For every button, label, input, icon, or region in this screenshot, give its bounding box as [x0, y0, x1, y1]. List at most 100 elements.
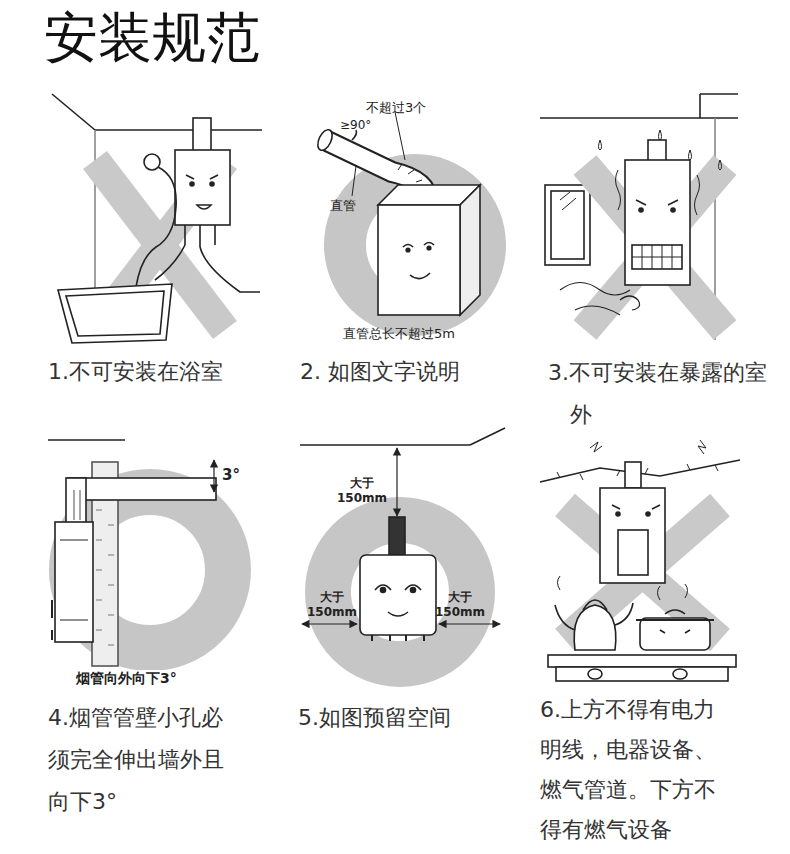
kitchen-scene-part	[660, 630, 690, 633]
kitchen-scene-part	[588, 669, 602, 679]
kitchen-scene-part	[665, 610, 685, 614]
kitchen-scene-part	[600, 488, 665, 583]
flue-pipe-scene	[315, 112, 485, 315]
kitchen-scene-part	[616, 512, 620, 516]
flue-wall-scene-part	[55, 522, 93, 642]
angle-note: ≥90°	[340, 118, 371, 132]
outdoor-scene-part	[545, 185, 590, 265]
kitchen-scene-part	[556, 667, 728, 681]
outdoor-scene-part	[671, 208, 675, 212]
clearance-scene-part	[396, 448, 397, 516]
kitchen-scene-part	[640, 618, 710, 650]
caption: 2. 如图文字说明	[300, 352, 489, 392]
kitchen-scene-part	[548, 655, 736, 667]
caption: 4.烟管管壁小孔必须完全伸出墙外且向下3°	[48, 697, 233, 823]
flue-wall-scene-part	[66, 478, 86, 524]
kitchen-scene-part	[555, 605, 575, 630]
dimension: 大于 150mm	[306, 590, 358, 620]
caption: 6.上方不得有电力明线，电器设备、燃气管道。下方不得有燃气设备	[540, 690, 725, 850]
outdoor-scene	[540, 94, 738, 340]
bathroom-scene-part	[95, 129, 262, 131]
clearance-scene-part	[389, 517, 405, 555]
caption: 1.不可安装在浴室	[48, 352, 237, 392]
outdoor-scene-part	[700, 93, 738, 95]
angle-note: 3°	[222, 466, 240, 484]
bathroom-scene-part	[210, 182, 214, 186]
kitchen-scene-part	[615, 603, 633, 625]
flue-wall-scene-part	[48, 439, 125, 441]
outdoor-scene-part	[625, 160, 690, 285]
kitchen-scene-part	[590, 440, 706, 454]
flue-wall-scene-part	[51, 600, 53, 640]
outdoor-scene-part	[551, 191, 584, 259]
flue-pipe-scene-part	[315, 127, 335, 152]
outdoor-scene-part	[560, 192, 576, 210]
clearance-scene-part	[439, 623, 500, 624]
outdoor-scene-part	[699, 94, 701, 118]
clearance-scene-part	[411, 588, 416, 593]
annotation: 不超过3个	[366, 100, 426, 116]
clearance-scene	[300, 428, 505, 664]
kitchen-scene-part	[558, 576, 688, 600]
bathroom-scene-part	[144, 154, 160, 170]
outdoor-scene-part	[632, 245, 682, 269]
clearance-scene-part	[302, 623, 357, 624]
annotation: 直管	[330, 198, 356, 214]
bathroom-scene-part	[136, 167, 176, 287]
outdoor-scene-part	[620, 296, 640, 310]
bathroom-scene-part	[185, 225, 215, 247]
flue-wall-scene-part	[60, 540, 88, 620]
caption: 3.不可安装在暴露的室外	[548, 352, 775, 436]
flue-pipe-scene-part	[427, 246, 431, 250]
clearance-scene-part	[388, 612, 408, 616]
kitchen-scene-part	[583, 600, 607, 610]
bathroom-scene-part	[52, 94, 95, 130]
page-title: 安装规范	[44, 6, 260, 70]
kitchen-scene-part	[636, 619, 714, 621]
clearance-scene-part	[300, 444, 470, 446]
kitchen-scene-part	[618, 530, 648, 575]
clearance-scene-part	[381, 588, 386, 593]
kitchen-scene-part	[673, 669, 687, 679]
flue-pipe-scene-part	[378, 205, 460, 315]
bathroom-scene-part	[58, 284, 172, 343]
flue-wall-scene-part	[74, 490, 80, 520]
outdoor-scene-part	[560, 283, 630, 316]
outdoor-scene-part	[636, 200, 678, 205]
outdoor-scene-part	[599, 130, 722, 170]
outdoor-scene-part	[648, 140, 666, 162]
bathroom-scene-part	[193, 118, 211, 152]
flue-pipe-scene-part	[460, 185, 480, 315]
bathroom-scene-part	[186, 175, 218, 179]
flue-wall-scene-part	[96, 480, 114, 645]
dimension: 大于 150mm	[336, 476, 388, 506]
bathroom-scene-part	[66, 291, 164, 336]
flue-pipe-scene-part	[410, 273, 430, 279]
flue-wall-scene	[48, 440, 228, 666]
bathroom-scene-part	[190, 182, 194, 186]
clearance-scene-part	[470, 428, 505, 445]
bathroom-scene	[52, 94, 262, 343]
caption: 5.如图预留空间	[298, 697, 487, 739]
flue-pipe-scene-part	[352, 166, 356, 196]
annotation: 烟管向外向下3°	[76, 670, 177, 687]
flue-pipe-scene-part	[398, 164, 422, 182]
outdoor-scene-part	[540, 117, 738, 119]
outdoor-scene-part	[639, 208, 643, 212]
outdoor-scene-part	[616, 170, 700, 215]
kitchen-scene-part	[574, 605, 616, 650]
flue-pipe-scene-part	[406, 248, 410, 252]
kitchen-scene-part	[612, 505, 660, 509]
bathroom-scene-part	[94, 130, 96, 300]
kitchen-scene-part	[646, 512, 650, 516]
flue-wall-scene-part	[68, 478, 216, 500]
outdoor-scene-part	[632, 245, 682, 269]
kitchen-scene-part	[625, 462, 641, 488]
bathroom-scene-part	[197, 205, 211, 209]
flue-wall-scene-part	[213, 460, 214, 492]
dimension: 大于 150mm	[434, 590, 486, 620]
kitchen-scene	[540, 440, 740, 681]
clearance-scene-part	[360, 555, 436, 635]
annotation: 直管总长不超过5m	[343, 326, 455, 342]
clearance-scene-part	[372, 635, 424, 641]
